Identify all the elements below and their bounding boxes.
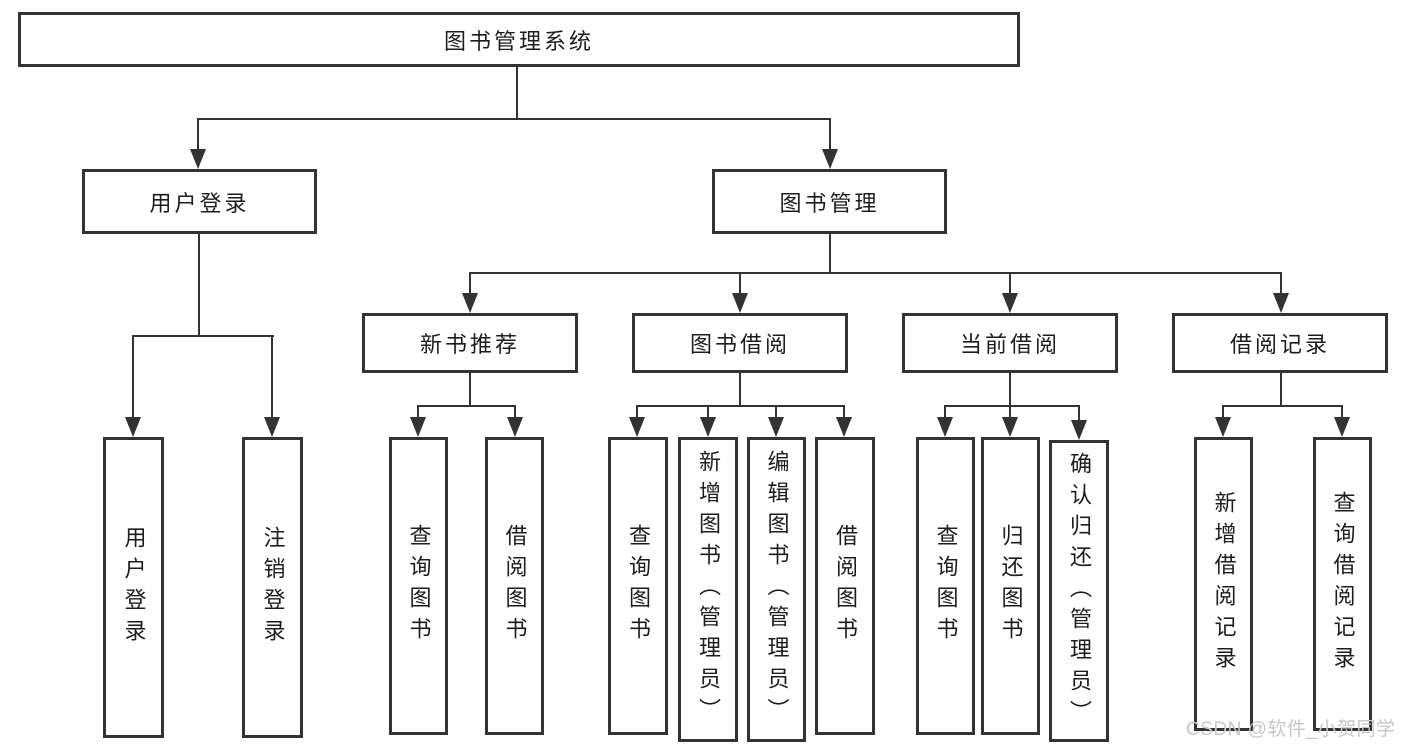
leaf-query-books: 查询图书 <box>389 437 448 735</box>
node-borrow-records: 借阅记录 <box>1172 313 1388 373</box>
connector-drop <box>1009 405 1011 419</box>
leaf-user-login: 用户登录 <box>103 437 164 738</box>
connector-drop <box>775 405 777 419</box>
connector-drop <box>739 272 741 296</box>
arrow-down-icon <box>1273 293 1289 313</box>
leaf-edit-books-admin-label: 编辑图书（管理员） <box>764 450 790 729</box>
leaf-query-books-label: 查询图书 <box>933 524 959 648</box>
node-book-management: 图书管理 <box>712 169 947 234</box>
leaf-add-books-admin-label: 新增图书（管理员） <box>696 450 721 729</box>
node-book-borrow: 图书借阅 <box>632 313 848 373</box>
arrow-down-icon <box>700 417 716 437</box>
node-current-borrow-label: 当前借阅 <box>959 332 1060 357</box>
csdn-watermark: CSDN @软件_小贺同学 <box>1186 719 1396 740</box>
connector-drop-book-mgmt <box>829 118 831 153</box>
leaf-add-borrow-record-label: 新增借阅记录 <box>1211 491 1237 677</box>
node-new-book-recommend: 新书推荐 <box>362 313 578 373</box>
connector-stem <box>469 373 471 407</box>
leaf-return-books: 归还图书 <box>981 437 1040 735</box>
node-user-login-label: 用户登录 <box>149 190 250 216</box>
arrow-down-icon <box>768 417 784 437</box>
connector-drop <box>1078 405 1080 422</box>
leaf-query-books: 查询图书 <box>608 437 668 735</box>
leaf-query-borrow-record-label: 查询借阅记录 <box>1330 491 1356 677</box>
connector-drop <box>271 335 273 420</box>
connector-book-mgmt-stem <box>829 234 831 274</box>
connector-drop <box>707 405 709 419</box>
connector-stem <box>1009 373 1011 407</box>
node-book-borrow-label: 图书借阅 <box>689 332 790 357</box>
connector-drop <box>417 405 419 419</box>
leaf-return-books-label: 归还图书 <box>998 524 1024 648</box>
connector-stem <box>1280 373 1282 407</box>
node-new-book-recommend-label: 新书推荐 <box>419 332 520 357</box>
leaf-add-books-admin: 新增图书（管理员） <box>678 437 738 742</box>
connector-drop <box>1280 272 1282 296</box>
connector-drop <box>514 405 516 419</box>
connector-drop <box>636 405 638 419</box>
leaf-query-borrow-record: 查询借阅记录 <box>1313 437 1372 731</box>
connector-bar <box>944 405 1080 407</box>
leaf-logout: 注销登录 <box>242 437 303 738</box>
connector-drop <box>1222 405 1224 419</box>
node-root-system: 图书管理系统 <box>18 12 1020 67</box>
connector-root-stem <box>516 67 518 120</box>
leaf-confirm-return-admin-label: 确认归还（管理员） <box>1067 451 1092 731</box>
connector-level3-bar <box>469 272 1282 274</box>
connector-bar <box>417 405 516 407</box>
connector-drop <box>1009 272 1011 296</box>
arrow-down-icon <box>732 293 748 313</box>
leaf-edit-books-admin: 编辑图书（管理员） <box>747 437 806 742</box>
node-user-login: 用户登录 <box>82 169 317 234</box>
leaf-add-borrow-record: 新增借阅记录 <box>1194 437 1253 731</box>
connector-level2-bar <box>197 118 831 120</box>
leaf-borrow-books: 借阅图书 <box>485 437 544 735</box>
leaf-borrow-books: 借阅图书 <box>815 437 875 735</box>
node-current-borrow: 当前借阅 <box>902 313 1118 373</box>
leaf-query-books: 查询图书 <box>916 437 975 735</box>
arrow-down-icon <box>629 417 645 437</box>
connector-stem <box>739 373 741 407</box>
arrow-down-icon <box>507 417 523 437</box>
arrow-down-icon <box>410 417 426 437</box>
arrow-down-icon <box>1215 417 1231 437</box>
leaf-query-books-label: 查询图书 <box>626 524 651 648</box>
arrow-down-icon <box>264 417 280 437</box>
arrow-down-icon <box>125 417 141 437</box>
connector-drop <box>1341 405 1343 419</box>
arrow-down-icon <box>190 149 206 169</box>
node-borrow-records-label: 借阅记录 <box>1229 332 1330 357</box>
connector-drop <box>843 405 845 419</box>
leaf-query-books-label: 查询图书 <box>406 524 432 648</box>
connector-drop-user-login <box>197 118 199 153</box>
leaf-confirm-return-admin: 确认归还（管理员） <box>1049 440 1109 742</box>
arrow-down-icon <box>462 293 478 313</box>
arrow-down-icon <box>937 417 953 437</box>
connector-drop <box>132 335 134 420</box>
connector-bar <box>1222 405 1343 407</box>
node-book-management-label: 图书管理 <box>779 190 880 216</box>
node-root-label: 图书管理系统 <box>443 28 594 54</box>
arrow-down-icon <box>1002 293 1018 313</box>
connector-user-login-stem <box>198 234 200 337</box>
arrow-down-icon <box>1071 420 1087 440</box>
leaf-borrow-books-label: 借阅图书 <box>502 524 528 648</box>
connector-bar <box>636 405 845 407</box>
connector-user-login-bar <box>132 335 274 337</box>
leaf-logout-label: 注销登录 <box>260 525 286 650</box>
arrow-down-icon <box>1334 417 1350 437</box>
connector-drop <box>469 272 471 296</box>
arrow-down-icon <box>836 417 852 437</box>
leaf-borrow-books-label: 借阅图书 <box>833 524 858 648</box>
arrow-down-icon <box>1002 417 1018 437</box>
leaf-user-login-label: 用户登录 <box>121 525 147 650</box>
connector-drop <box>944 405 946 419</box>
arrow-down-icon <box>822 149 838 169</box>
